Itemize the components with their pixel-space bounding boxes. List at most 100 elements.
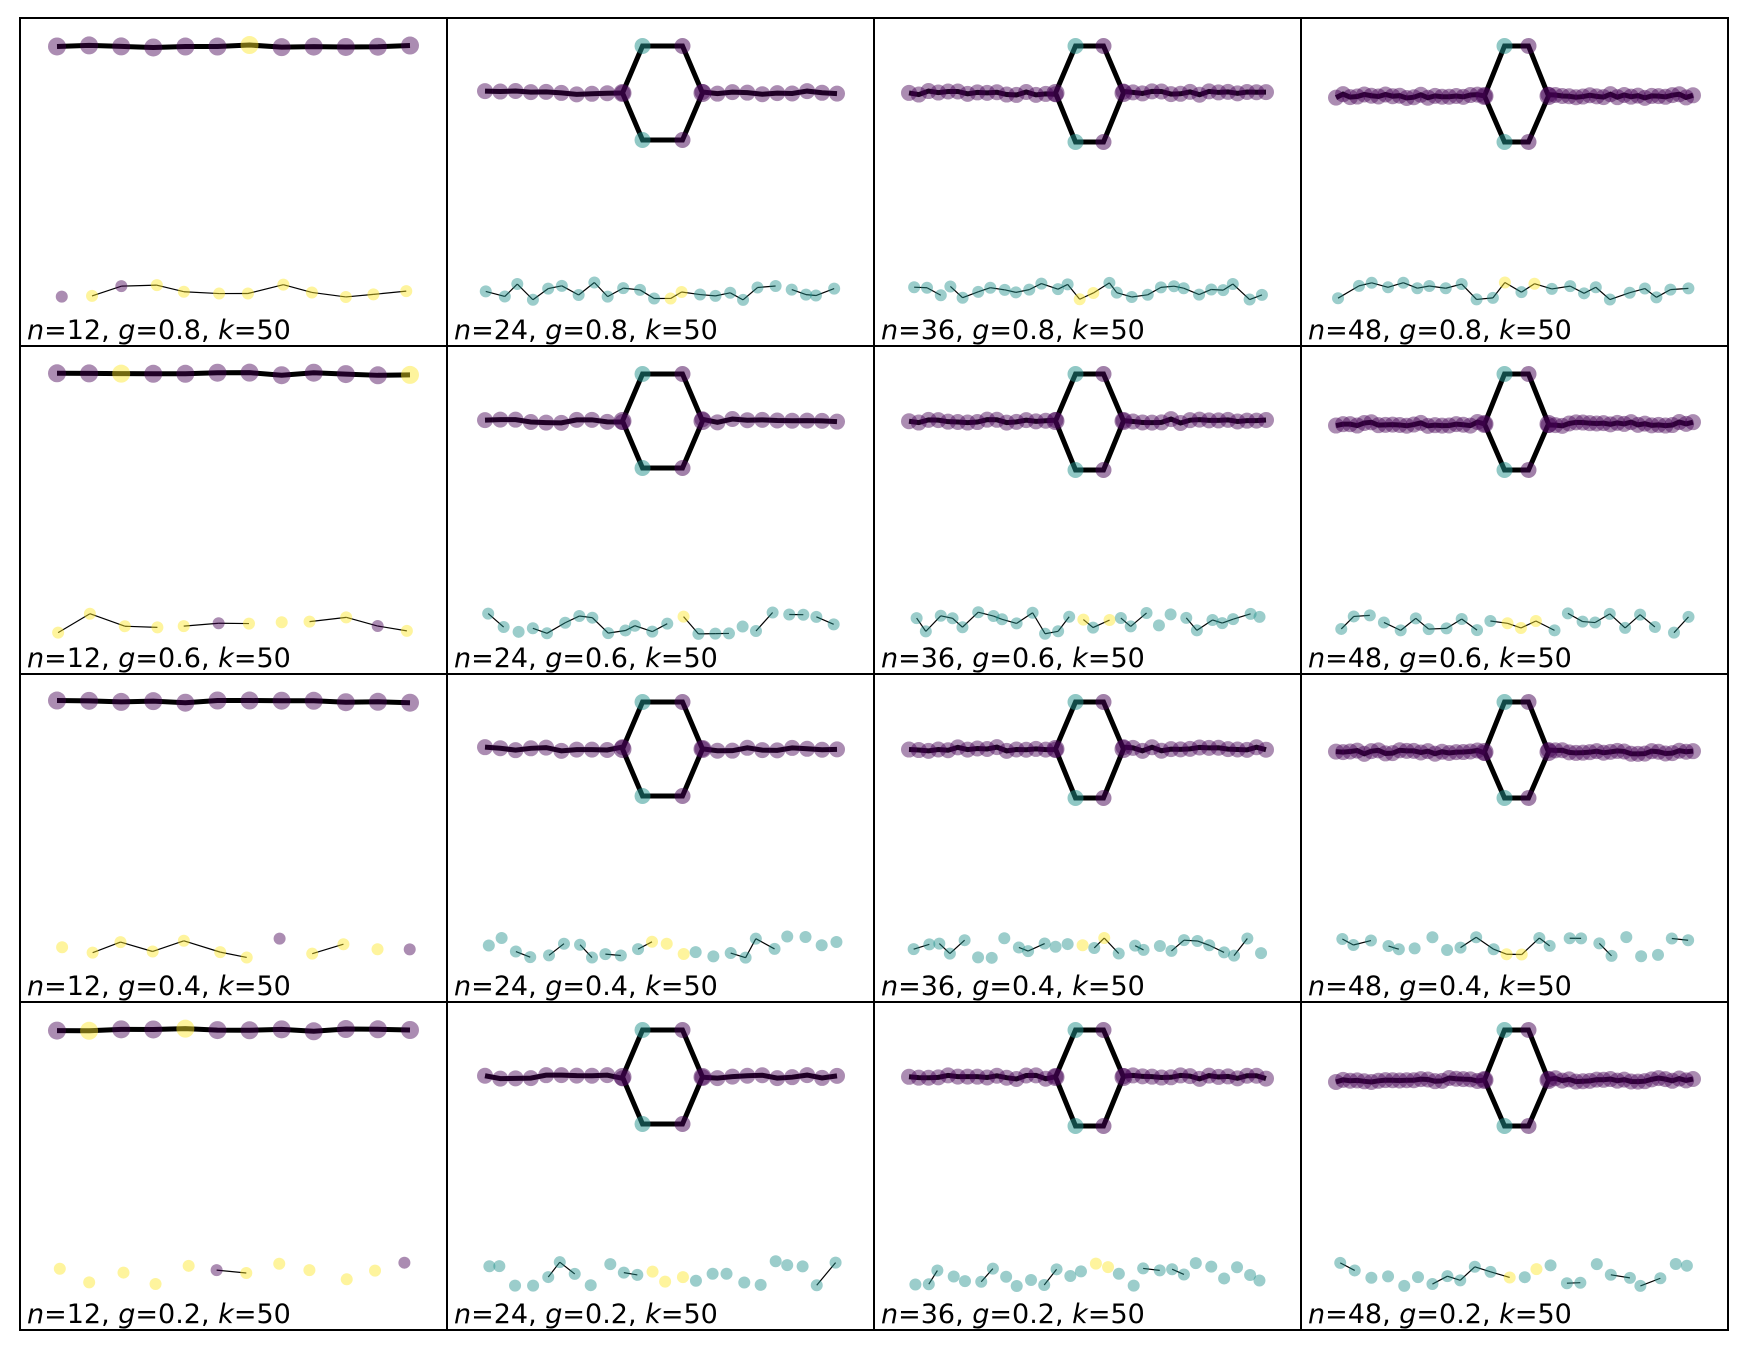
node	[241, 287, 254, 300]
node	[1253, 1274, 1266, 1287]
node	[1067, 790, 1084, 806]
bottom-link	[1015, 289, 1030, 293]
node	[1008, 86, 1025, 103]
top-chain-line	[56, 370, 411, 378]
node	[1088, 941, 1101, 954]
node	[1448, 1070, 1465, 1087]
node	[1643, 417, 1660, 434]
node	[1349, 88, 1366, 105]
node	[1578, 287, 1591, 300]
node	[1152, 619, 1165, 632]
node	[784, 85, 801, 102]
node	[1153, 1069, 1170, 1086]
bottom-link	[183, 622, 219, 627]
node	[956, 291, 969, 304]
bottom-link	[1644, 288, 1657, 298]
node	[910, 1069, 927, 1086]
node	[619, 624, 632, 637]
node	[1046, 412, 1065, 430]
bottom-link	[1417, 285, 1430, 289]
bottom-link	[949, 286, 963, 299]
node	[588, 276, 601, 289]
node	[1561, 607, 1574, 620]
bottom-link	[729, 292, 744, 301]
bottom-link	[1492, 282, 1506, 299]
node	[1419, 743, 1436, 760]
bottom-link	[913, 943, 930, 950]
bottom-link	[639, 289, 655, 299]
node	[901, 1068, 917, 1085]
node	[1177, 1268, 1190, 1281]
bottom-link	[1130, 612, 1147, 627]
node	[1595, 89, 1612, 106]
node	[956, 621, 969, 634]
bottom-link	[1339, 1262, 1355, 1271]
bottom-link	[1624, 614, 1641, 629]
node	[944, 280, 957, 293]
node	[979, 84, 996, 101]
node	[1255, 947, 1268, 960]
node	[1455, 612, 1468, 625]
node	[1134, 85, 1151, 102]
node	[1191, 411, 1208, 428]
node	[573, 610, 586, 623]
node	[1363, 743, 1380, 760]
node	[1201, 83, 1217, 100]
bottom-link	[1211, 288, 1224, 291]
node	[1110, 286, 1123, 299]
node	[1561, 744, 1578, 761]
node	[1347, 610, 1360, 623]
node	[1102, 1261, 1115, 1274]
node	[1026, 606, 1039, 619]
node	[1124, 620, 1137, 633]
node	[1137, 943, 1150, 956]
bottom-link	[1016, 612, 1033, 624]
node	[1496, 1022, 1513, 1038]
node	[1191, 86, 1208, 103]
node	[829, 1256, 842, 1269]
node	[1134, 742, 1151, 759]
bottom-link	[681, 291, 701, 296]
node	[1651, 948, 1664, 961]
bottom-link	[755, 938, 775, 950]
bottom-link	[1092, 619, 1110, 629]
node	[910, 742, 927, 759]
right-arm-line	[1123, 1072, 1267, 1082]
bottom-link	[993, 615, 1003, 620]
node	[368, 692, 387, 711]
bottom-link	[1673, 616, 1689, 634]
node	[634, 788, 651, 804]
node	[1239, 741, 1255, 758]
node	[1363, 1073, 1380, 1090]
node	[1067, 694, 1084, 710]
node	[1248, 84, 1265, 101]
node	[1201, 739, 1217, 756]
node	[1220, 411, 1236, 428]
node	[648, 292, 661, 305]
node	[272, 691, 291, 710]
bottom-link	[962, 291, 979, 299]
node	[1348, 1264, 1361, 1277]
node	[996, 613, 1009, 626]
node	[1528, 277, 1541, 290]
node	[371, 620, 384, 633]
node	[1678, 1072, 1695, 1089]
node	[674, 1116, 691, 1132]
node	[1501, 617, 1514, 630]
node	[1455, 278, 1468, 291]
node	[1595, 415, 1612, 432]
node	[1454, 941, 1467, 954]
bottom-link	[1131, 294, 1148, 298]
node	[975, 1275, 988, 1288]
left-arm-line	[908, 88, 1056, 98]
bottom-link	[1640, 1277, 1661, 1287]
node	[304, 1022, 323, 1041]
bottom-link	[1173, 285, 1184, 289]
bottom-link	[1609, 292, 1630, 301]
node	[785, 283, 798, 296]
node	[1496, 790, 1513, 806]
node	[368, 366, 387, 385]
node	[1462, 1071, 1479, 1088]
node	[1685, 1070, 1701, 1087]
node	[1539, 87, 1558, 105]
